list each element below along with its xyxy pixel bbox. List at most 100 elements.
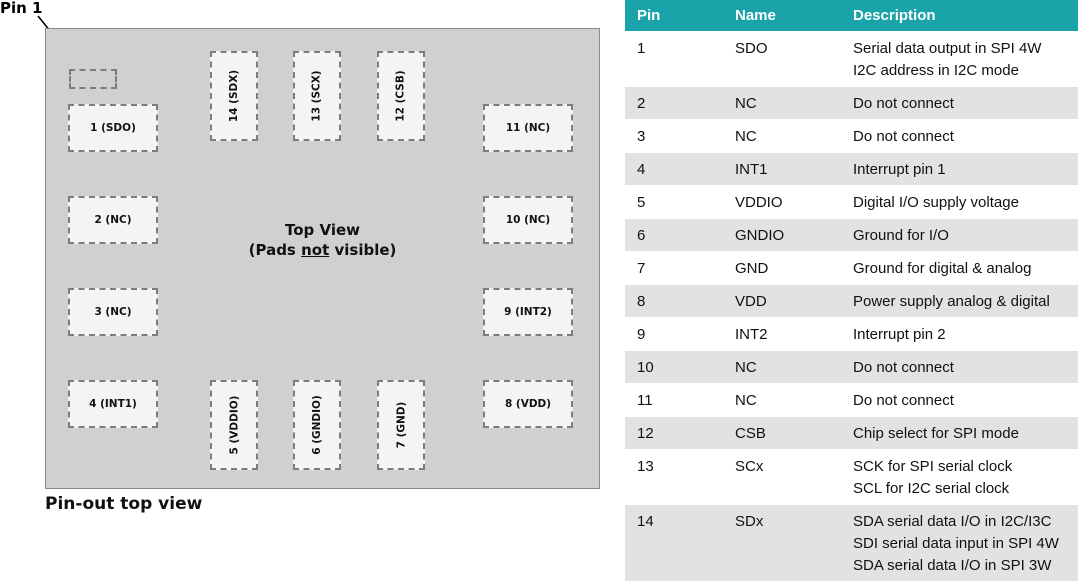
subtitle-part-1: (Pads xyxy=(249,241,301,259)
cell-pin: 11 xyxy=(625,384,723,417)
cell-pin: 2 xyxy=(625,87,723,120)
pad-9-label: 9 (INT2) xyxy=(504,306,552,318)
pad-6: 6 (GNDIO) xyxy=(293,380,341,470)
cell-pin: 14 xyxy=(625,505,723,581)
cell-description: Digital I/O supply voltage xyxy=(841,186,1078,219)
cell-pin: 7 xyxy=(625,252,723,285)
cell-pin: 3 xyxy=(625,120,723,153)
description-line: SCL for I2C serial clock xyxy=(853,478,1078,500)
pad-9: 9 (INT2) xyxy=(483,288,573,336)
description-line: Digital I/O supply voltage xyxy=(853,192,1078,214)
cell-description: Do not connect xyxy=(841,120,1078,153)
pad-7: 7 (GND) xyxy=(377,380,425,470)
description-line: Serial data output in SPI 4W xyxy=(853,38,1078,60)
cell-pin: 13 xyxy=(625,450,723,505)
pin1-marker xyxy=(69,69,117,89)
pad-3-label: 3 (NC) xyxy=(94,306,131,318)
cell-pin: 8 xyxy=(625,285,723,318)
cell-pin: 4 xyxy=(625,153,723,186)
cell-pin: 5 xyxy=(625,186,723,219)
cell-name: NC xyxy=(723,87,841,120)
cell-description: Ground for digital & analog xyxy=(841,252,1078,285)
pad-5: 5 (VDDIO) xyxy=(210,380,258,470)
pad-2: 2 (NC) xyxy=(68,196,158,244)
pad-12: 12 (CSB) xyxy=(377,51,425,141)
header-pin: Pin xyxy=(625,0,723,32)
pad-1-label: 1 (SDO) xyxy=(90,122,136,134)
cell-name: SDO xyxy=(723,32,841,87)
pad-6-label: 6 (GNDIO) xyxy=(311,395,323,455)
pad-7-label: 7 (GND) xyxy=(395,402,407,449)
cell-name: VDDIO xyxy=(723,186,841,219)
pad-11: 11 (NC) xyxy=(483,104,573,152)
cell-name: SCx xyxy=(723,450,841,505)
top-view-label: Top View (Pads not visible) xyxy=(200,220,445,260)
description-line: SDA serial data I/O in I2C/I3C xyxy=(853,511,1078,533)
cell-description: Chip select for SPI mode xyxy=(841,417,1078,450)
cell-name: GND xyxy=(723,252,841,285)
pad-4-label: 4 (INT1) xyxy=(89,398,137,410)
top-view-title: Top View xyxy=(200,220,445,240)
pad-5-label: 5 (VDDIO) xyxy=(228,396,240,455)
cell-pin: 9 xyxy=(625,318,723,351)
cell-name: GNDIO xyxy=(723,219,841,252)
description-line: Do not connect xyxy=(853,93,1078,115)
subtitle-part-2: visible) xyxy=(329,241,396,259)
cell-name: INT2 xyxy=(723,318,841,351)
cell-description: Do not connect xyxy=(841,351,1078,384)
pad-12-label: 12 (CSB) xyxy=(395,70,407,121)
cell-pin: 6 xyxy=(625,219,723,252)
pad-3: 3 (NC) xyxy=(68,288,158,336)
pad-10-label: 10 (NC) xyxy=(506,214,550,226)
pad-4: 4 (INT1) xyxy=(68,380,158,428)
cell-name: SDx xyxy=(723,505,841,581)
cell-name: NC xyxy=(723,384,841,417)
cell-description: Do not connect xyxy=(841,87,1078,120)
description-line: SDI serial data input in SPI 4W xyxy=(853,533,1078,555)
description-line: SCK for SPI serial clock xyxy=(853,456,1078,478)
cell-name: VDD xyxy=(723,285,841,318)
header-name: Name xyxy=(723,0,841,32)
cell-name: CSB xyxy=(723,417,841,450)
pad-11-label: 11 (NC) xyxy=(506,122,550,134)
description-line: Do not connect xyxy=(853,357,1078,379)
cell-description: Do not connect xyxy=(841,384,1078,417)
top-view-subtitle: (Pads not visible) xyxy=(200,240,445,260)
pinout-diagram: Pin 1 1 (SDO) 2 (NC) 3 (NC) 4 (INT1) 11 … xyxy=(0,0,610,518)
cell-name: NC xyxy=(723,120,841,153)
description-line: Power supply analog & digital xyxy=(853,291,1078,313)
pad-1: 1 (SDO) xyxy=(68,104,158,152)
pad-13: 13 (SCX) xyxy=(293,51,341,141)
cell-name: NC xyxy=(723,351,841,384)
pin1-label: Pin 1 xyxy=(0,0,42,17)
pad-13-label: 13 (SCX) xyxy=(311,70,323,121)
description-line: SDA serial data I/O in SPI 3W xyxy=(853,555,1078,577)
cell-description: Interrupt pin 2 xyxy=(841,318,1078,351)
pad-8-label: 8 (VDD) xyxy=(505,398,551,410)
subtitle-underlined: not xyxy=(301,241,329,259)
cell-description: Power supply analog & digital xyxy=(841,285,1078,318)
pad-2-label: 2 (NC) xyxy=(94,214,131,226)
pad-14: 14 (SDX) xyxy=(210,51,258,141)
cell-pin: 10 xyxy=(625,351,723,384)
pad-14-label: 14 (SDX) xyxy=(228,70,240,122)
description-line: Chip select for SPI mode xyxy=(853,423,1078,445)
cell-pin: 1 xyxy=(625,32,723,87)
